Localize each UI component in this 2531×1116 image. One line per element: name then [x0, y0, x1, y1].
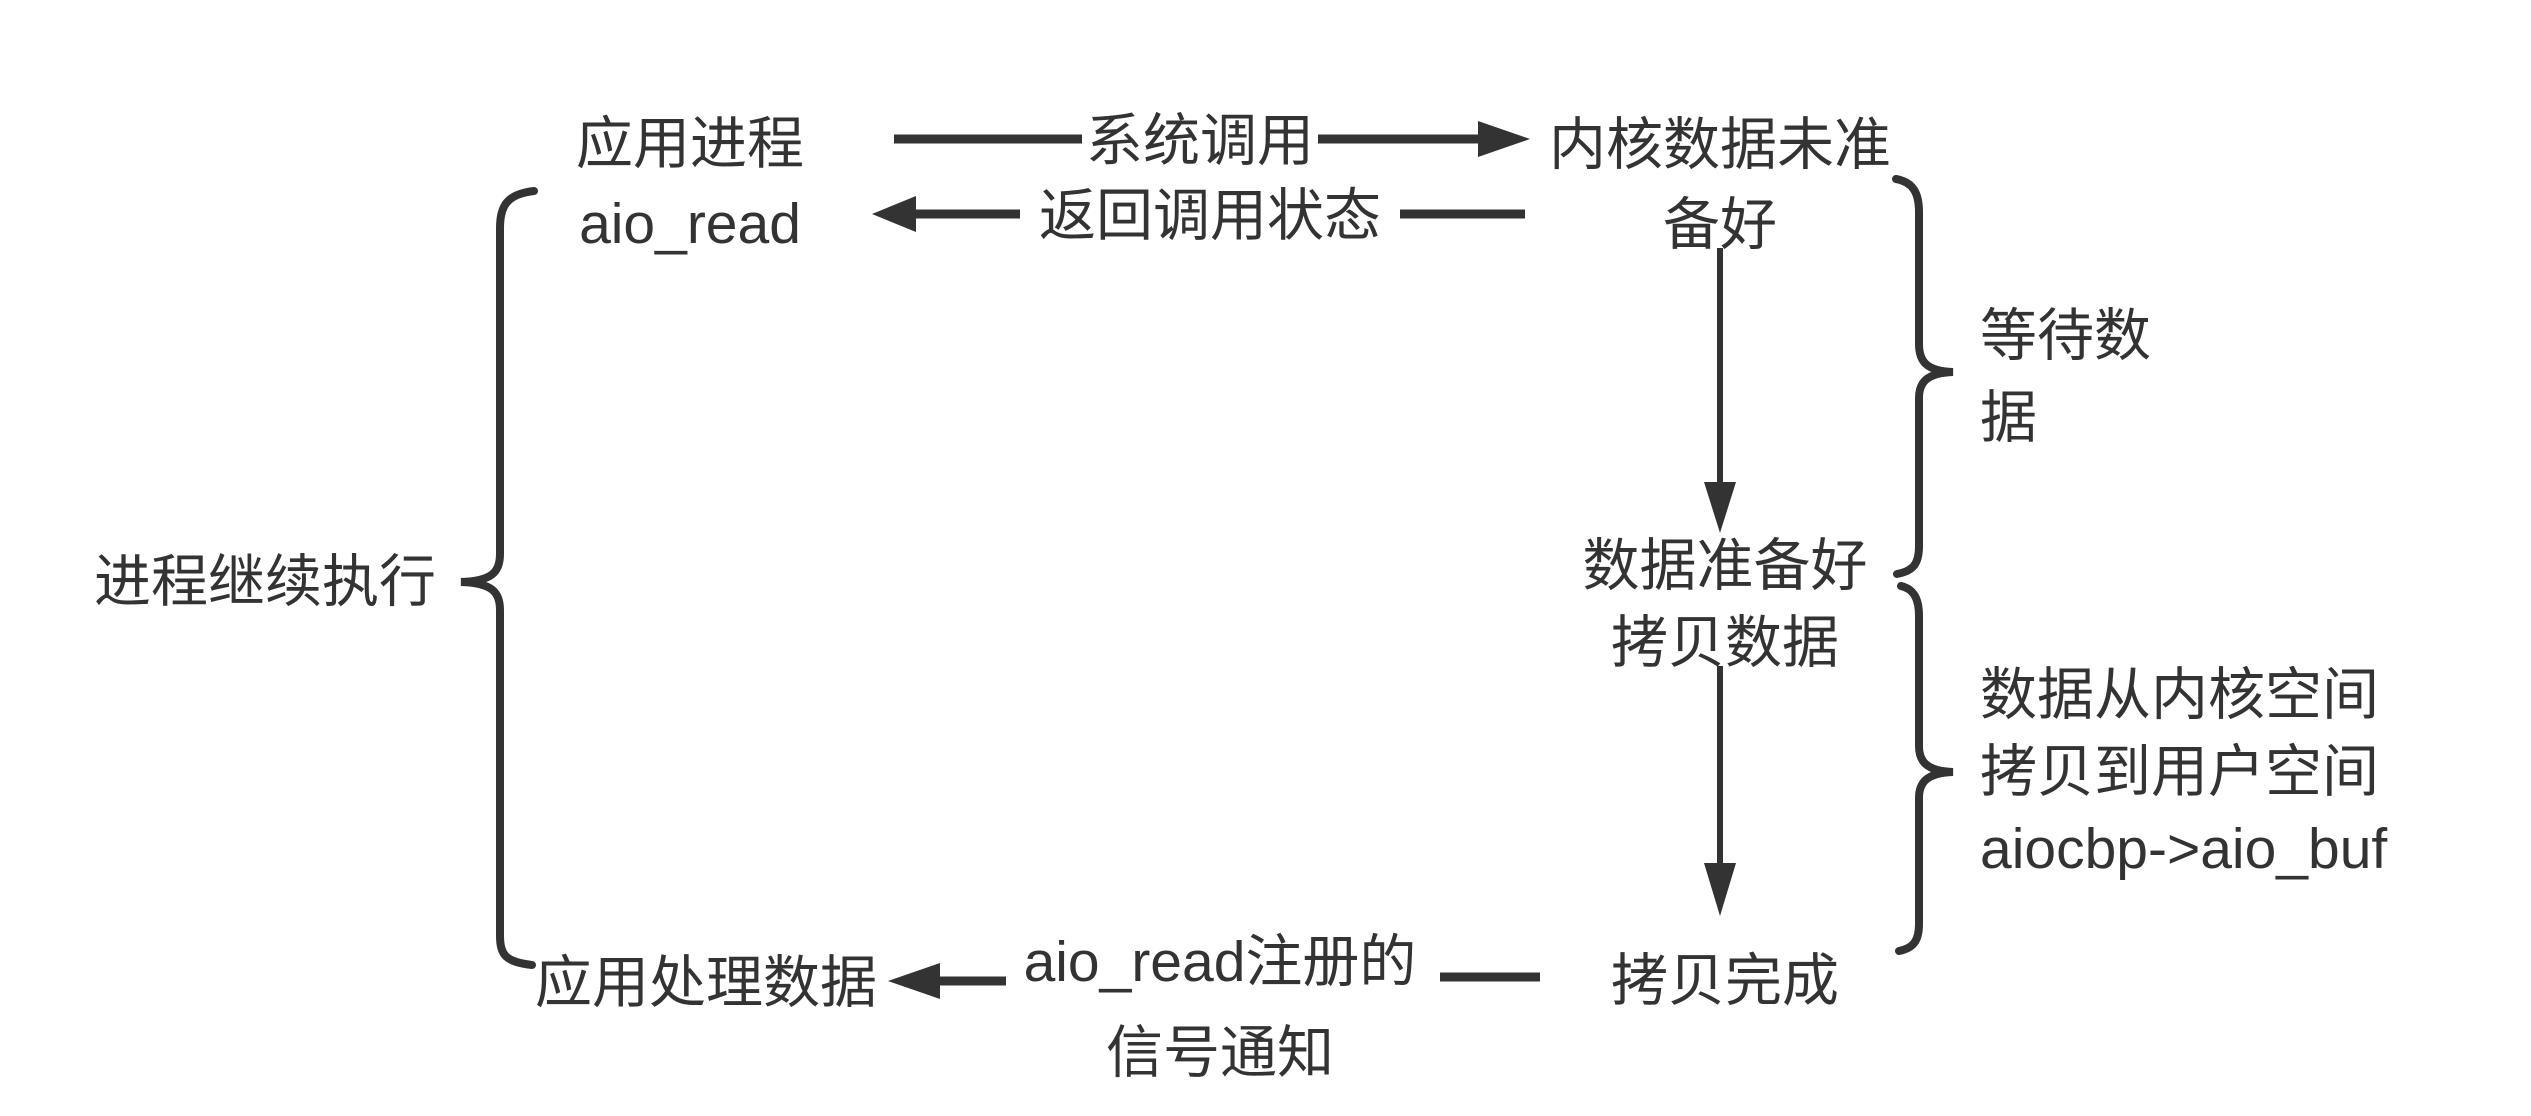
right-brace-copy-icon — [1895, 582, 1954, 955]
kernel-not-ready-line2: 备好 — [1663, 193, 1777, 257]
kernel-not-ready-node: 内核数据未准 备好 — [1535, 105, 1905, 265]
kernel-not-ready-line1: 内核数据未准 — [1549, 113, 1891, 177]
wait-data-line2: 据 — [1980, 386, 2037, 450]
signal-notify-arrow — [888, 963, 1540, 999]
copy-annotation-line3: aiocbp->aio_buf — [1980, 817, 2388, 881]
syscall-arrow — [894, 121, 1530, 157]
wait-data-arrowhead-icon — [1704, 482, 1736, 533]
copy-annotation-line2: 拷贝到用户空间 — [1980, 740, 2379, 804]
data-ready-line2: 拷贝数据 — [1611, 611, 1839, 675]
copy-data-arrow — [1704, 666, 1736, 916]
return-status-arrow — [872, 196, 1525, 232]
wait-data-annotation: 等待数 据 — [1980, 295, 2151, 459]
return-status-edge-label: 返回调用状态 — [1039, 184, 1381, 248]
left-brace-icon — [460, 187, 538, 969]
app-handle-data-node: 应用处理数据 — [535, 951, 877, 1015]
data-ready-node: 数据准备好 拷贝数据 — [1540, 528, 1910, 682]
copy-data-arrowhead-icon — [1704, 863, 1736, 916]
copy-done-node: 拷贝完成 — [1611, 949, 1839, 1013]
app-process-line2: aio_read — [579, 192, 801, 256]
data-ready-line1: 数据准备好 — [1582, 534, 1868, 598]
signal-notify-line1: aio_read注册的 — [1023, 930, 1417, 994]
signal-notify-line2: 信号通知 — [1106, 1021, 1334, 1085]
wait-data-arrow — [1704, 248, 1736, 533]
return-arrowhead-icon — [872, 196, 916, 232]
syscall-arrowhead-icon — [1478, 121, 1530, 157]
signal-notify-edge-label: aio_read注册的 信号通知 — [1009, 917, 1431, 1099]
app-process-line1: 应用进程 — [576, 112, 804, 176]
copy-kernel-to-user-annotation: 数据从内核空间 拷贝到用户空间 aiocbp->aio_buf — [1980, 657, 2387, 888]
copy-annotation-line1: 数据从内核空间 — [1980, 663, 2379, 727]
wait-data-line1: 等待数 — [1980, 304, 2151, 368]
process-continue-annotation: 进程继续执行 — [94, 550, 436, 614]
signal-arrowhead-icon — [888, 963, 940, 999]
right-brace-wait-icon — [1892, 175, 1954, 578]
syscall-edge-label: 系统调用 — [1086, 109, 1314, 173]
app-process-node: 应用进程 aio_read — [540, 104, 840, 264]
